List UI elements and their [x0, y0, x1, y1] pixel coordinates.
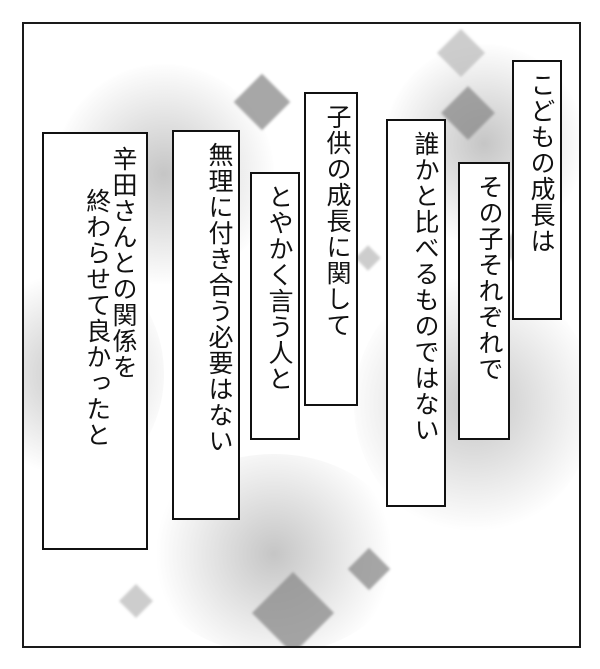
caption-text-7-line1: 辛田さんとの関係を	[109, 146, 138, 380]
caption-text-3: 誰かと比べるものではない	[411, 131, 440, 443]
caption-text-2: その子それぞれで	[475, 174, 504, 382]
caption-box-1: こどもの成長は	[512, 60, 562, 320]
caption-box-7: 辛田さんとの関係を 終わらせて良かったと	[42, 132, 148, 550]
caption-box-5: とやかく言う人と	[250, 172, 300, 440]
caption-text-6: 無理に付き合う必要はない	[205, 142, 234, 454]
comic-panel: こどもの成長は その子それぞれで 誰かと比べるものではない 子供の成長に関して …	[22, 22, 581, 648]
caption-box-4: 子供の成長に関して	[304, 92, 358, 406]
caption-box-3: 誰かと比べるものではない	[386, 119, 446, 507]
caption-text-1: こどもの成長は	[527, 72, 556, 254]
caption-text-5: とやかく言う人と	[265, 184, 294, 392]
caption-text-7-line2: 終わらせて良かったと	[82, 188, 112, 448]
caption-box-2: その子それぞれで	[458, 162, 510, 440]
caption-box-6: 無理に付き合う必要はない	[172, 130, 240, 520]
caption-text-4: 子供の成長に関して	[323, 104, 352, 338]
